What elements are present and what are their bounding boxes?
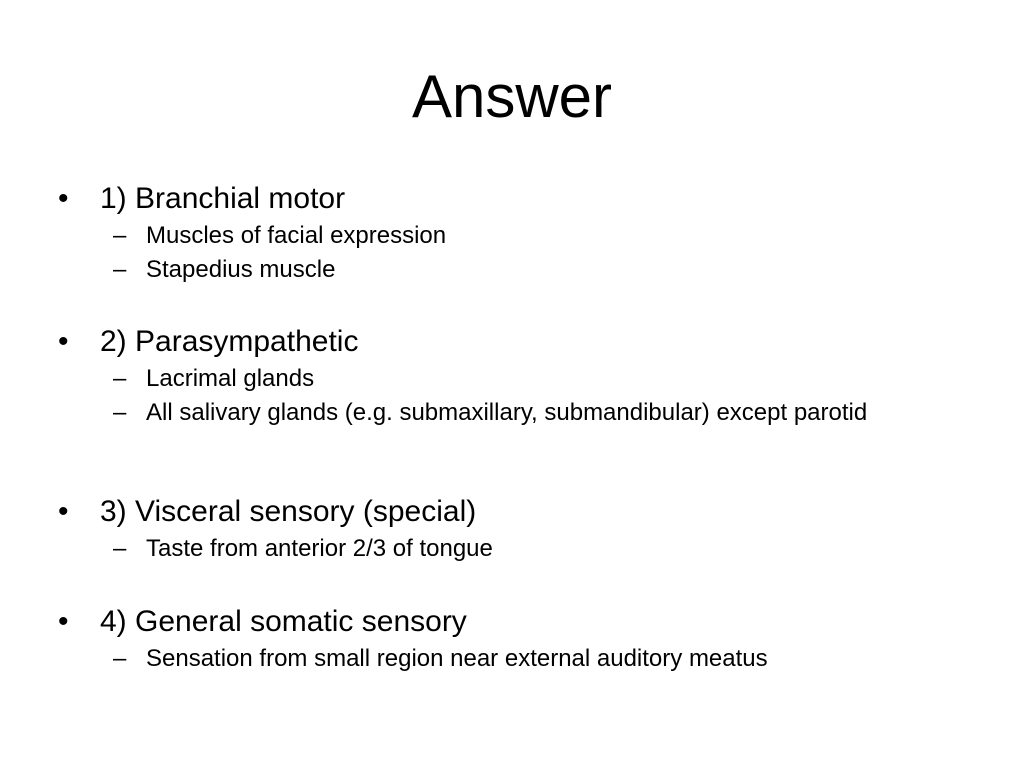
section-parasympathetic: • 2) Parasympathetic – Lacrimal glands –… [0, 323, 1024, 427]
sub-item: – Muscles of facial expression [0, 222, 1024, 250]
section-visceral-sensory: • 3) Visceral sensory (special) – Taste … [0, 493, 1024, 563]
bullet-heading: 4) General somatic sensory [100, 605, 467, 638]
dash-icon: – [113, 535, 127, 562]
bullet-heading: 1) Branchial motor [100, 182, 346, 215]
sub-item: – Taste from anterior 2/3 of tongue [0, 535, 1024, 563]
sub-item-text: All salivary glands (e.g. submaxillary, … [146, 399, 868, 426]
slide-title: Answer [411, 63, 613, 130]
bullet-item: • 2) Parasympathetic [0, 323, 1024, 361]
sub-item-text: Stapedius muscle [146, 256, 336, 283]
bullet-dot-icon: • [58, 605, 69, 638]
sub-item: – All salivary glands (e.g. submaxillary… [0, 399, 1024, 427]
sub-item-text: Taste from anterior 2/3 of tongue [146, 535, 493, 562]
section-general-somatic-sensory: • 4) General somatic sensory – Sensation… [0, 603, 1024, 673]
section-branchial-motor: • 1) Branchial motor – Muscles of facial… [0, 180, 1024, 284]
sub-item-text: Sensation from small region near externa… [146, 645, 768, 672]
bullet-item: • 4) General somatic sensory [0, 603, 1024, 641]
sub-item: – Sensation from small region near exter… [0, 645, 1024, 673]
sub-item-text: Lacrimal glands [146, 365, 315, 392]
dash-icon: – [113, 399, 127, 426]
bullet-dot-icon: • [58, 495, 69, 528]
dash-icon: – [113, 222, 127, 249]
bullet-heading: 3) Visceral sensory (special) [100, 495, 477, 528]
sub-item: – Stapedius muscle [0, 256, 1024, 284]
dash-icon: – [113, 365, 127, 392]
dash-icon: – [113, 645, 127, 672]
bullet-heading: 2) Parasympathetic [100, 325, 359, 358]
dash-icon: – [113, 256, 127, 283]
sub-item: – Lacrimal glands [0, 365, 1024, 393]
sub-item-text: Muscles of facial expression [146, 222, 447, 249]
bullet-dot-icon: • [58, 325, 69, 358]
bullet-item: • 3) Visceral sensory (special) [0, 493, 1024, 531]
bullet-dot-icon: • [58, 182, 69, 215]
bullet-item: • 1) Branchial motor [0, 180, 1024, 218]
